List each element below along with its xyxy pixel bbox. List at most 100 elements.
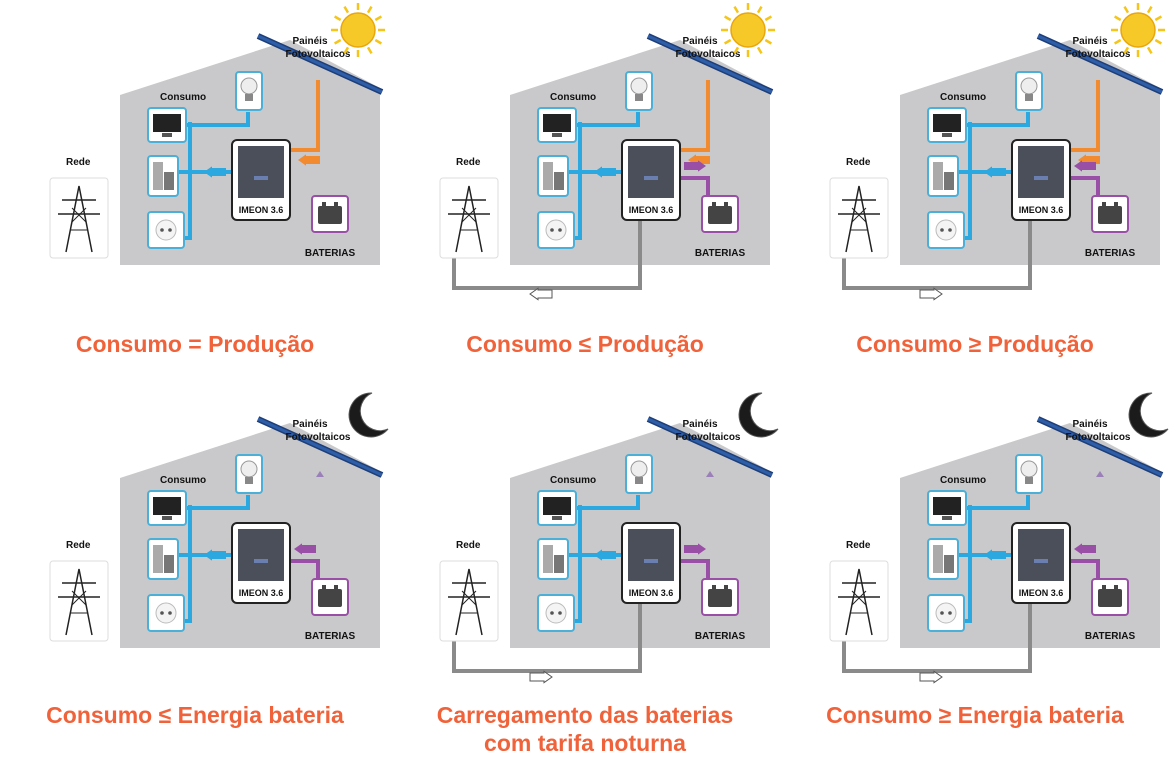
consumption-arrow: [204, 166, 226, 178]
consumption-flow-bus: [574, 505, 582, 623]
battery-terminal-left: [322, 202, 326, 206]
solar-flow-line: [290, 80, 320, 152]
battery-terminal-left: [712, 585, 716, 589]
pylon-cross-2: [71, 590, 87, 606]
tv-screen: [153, 497, 181, 515]
sun-ray: [723, 15, 732, 22]
sun-icon: [331, 3, 385, 57]
socket-pin-right: [948, 228, 952, 232]
battery-body: [708, 589, 732, 607]
tv-screen: [153, 114, 181, 132]
consumption-flow-bus: [184, 505, 192, 623]
battery-terminal-right: [724, 202, 728, 206]
bulb-base: [1025, 477, 1033, 484]
sun-ray: [733, 5, 740, 14]
socket-face: [155, 602, 177, 624]
consumption-flow-bus: [964, 505, 972, 623]
battery-icon: [1091, 578, 1129, 616]
appliance-icon: [147, 538, 179, 580]
inverter-body: [1018, 146, 1064, 198]
scenario-4-caption: Consumo ≤ Energia bateria: [46, 702, 344, 728]
panels-label-line2: Fotovoltaicos: [285, 432, 350, 443]
consumption-label: Consumo: [940, 92, 986, 103]
bulb-icon: [235, 71, 263, 111]
sun-ray: [333, 38, 342, 45]
bulb-icon: [1015, 454, 1043, 494]
battery-icon: [1091, 195, 1129, 233]
tv-stand: [942, 133, 952, 137]
battery-terminal-right: [334, 585, 338, 589]
battery-terminal-left: [712, 202, 716, 206]
battery-body: [318, 206, 342, 224]
battery-terminal-left: [1102, 585, 1106, 589]
battery-body: [1098, 589, 1122, 607]
pylon-frame: [439, 560, 499, 642]
bulb-icon: [235, 454, 263, 494]
socket-icon: [147, 211, 185, 249]
battery-terminal-left: [322, 585, 326, 589]
bulb-icon: [1015, 71, 1043, 111]
sun-ray: [374, 38, 383, 45]
tv-icon: [147, 107, 187, 143]
battery-flow-line: [680, 559, 710, 579]
sun-disc: [340, 12, 376, 48]
appliance-fridge: [153, 162, 163, 190]
socket-pin-left: [940, 611, 944, 615]
moon-icon: [348, 392, 389, 438]
inverter-body: [628, 146, 674, 198]
grid-flow-line: [842, 603, 1032, 673]
sun-ray: [1123, 5, 1130, 14]
sun-ray: [756, 5, 763, 14]
consumption-arrow: [984, 549, 1006, 561]
inverter-label: IMEON 3.6: [1019, 588, 1064, 598]
battery-body: [318, 589, 342, 607]
battery-flow-arrow: [684, 543, 706, 555]
batteries-label: BATERIAS: [305, 248, 356, 259]
sun-ray: [1123, 46, 1130, 55]
inverter-body: [238, 146, 284, 198]
bulb-icon: [625, 71, 653, 111]
batteries-label: BATERIAS: [695, 248, 746, 259]
appliance-icon: [537, 538, 569, 580]
socket-face: [545, 602, 567, 624]
grid-flow-arrow: [529, 287, 553, 301]
bulb-base: [245, 477, 253, 484]
socket-icon: [927, 211, 965, 249]
inverter-icon: [621, 139, 681, 221]
tv-stand: [162, 133, 172, 137]
solar-panel-surface: [1037, 34, 1163, 94]
sun-ray: [1113, 38, 1122, 45]
solar-flow-line: [1070, 80, 1100, 152]
panel-indicator: [1096, 471, 1104, 477]
pylon-icon: [49, 177, 109, 259]
pylon-frame: [439, 177, 499, 259]
sun-ray: [756, 46, 763, 55]
appliance-washer: [554, 172, 564, 190]
grid-label: Rede: [846, 157, 871, 168]
appliance-fridge: [153, 545, 163, 573]
battery-terminal-right: [1114, 585, 1118, 589]
battery-terminal-left: [1102, 202, 1106, 206]
scenario-1-caption: Consumo = Produção: [75, 331, 315, 357]
socket-pin-left: [550, 611, 554, 615]
battery-flow-arrow: [1074, 543, 1096, 555]
battery-flow-line: [1070, 559, 1100, 579]
batteries-label: BATERIAS: [695, 631, 746, 642]
panels-label-line2: Fotovoltaicos: [1065, 49, 1130, 60]
appliance-washer: [164, 555, 174, 573]
battery-terminal-right: [1114, 202, 1118, 206]
panels-label-line2: Fotovoltaicos: [285, 49, 350, 60]
pylon-cross-2: [71, 207, 87, 223]
inverter-label: IMEON 3.6: [239, 205, 284, 215]
pylon-icon: [49, 560, 109, 642]
inverter-icon: [621, 522, 681, 604]
socket-face: [935, 219, 957, 241]
inverter-display: [644, 176, 658, 180]
panels-label-line1: Painéis: [682, 36, 717, 47]
inverter-icon: [1011, 522, 1071, 604]
consumption-flow-bus: [574, 122, 582, 240]
bulb-glass: [630, 77, 648, 95]
